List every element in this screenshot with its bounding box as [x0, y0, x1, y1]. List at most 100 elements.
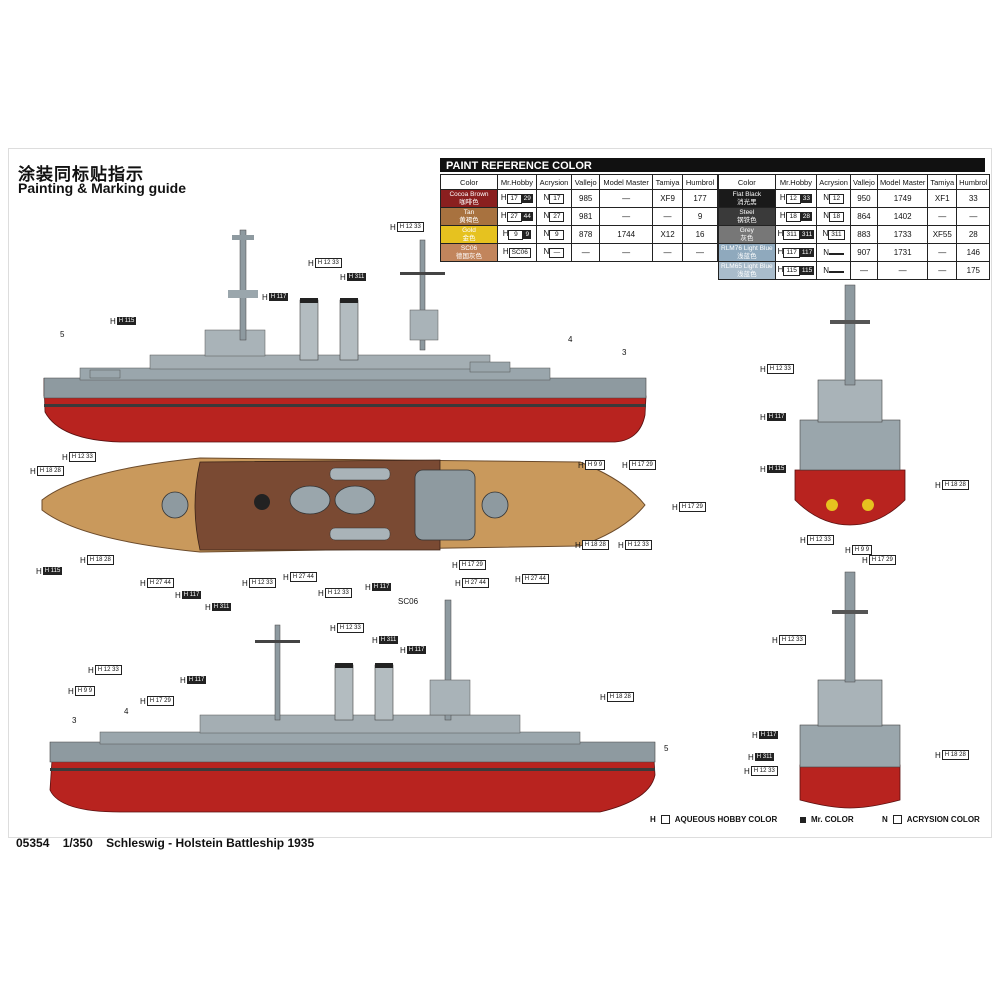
vallejo-cell: 981 — [571, 207, 601, 226]
side-profile-bottom — [49, 599, 656, 813]
ref-number-3: 3 — [622, 348, 627, 357]
legend-dark-box-icon — [800, 816, 806, 823]
deck-plan — [41, 457, 646, 553]
ref-number-5: 5 — [60, 330, 65, 339]
footer-caption: 05354 1/350 Schleswig - Holstein Battles… — [16, 836, 324, 850]
sheet-frame — [8, 148, 992, 838]
model-master-cell: — — [876, 261, 929, 280]
callout-sc06: SC06 — [398, 597, 419, 606]
legend-acrysion-label: ACRYSION COLOR — [906, 815, 980, 824]
kit-name: Schleswig - Holstein Battleship 1935 — [106, 836, 315, 850]
stern-view — [799, 571, 901, 809]
paint-table-right: Color Mr.Hobby Acrysion Vallejo Model Ma… — [718, 174, 991, 280]
legend-box-icon — [892, 815, 902, 824]
title-chinese: 涂装同标贴指示 — [18, 165, 144, 184]
legend-box-icon — [660, 815, 670, 824]
ref-number-4-b: 4 — [124, 707, 129, 716]
ref-number-5-b: 5 — [664, 744, 669, 753]
paint-reference-header: PAINT REFERENCE COLOR — [440, 158, 985, 172]
bow-view — [794, 284, 906, 526]
humbrol-cell: — — [682, 243, 718, 262]
paint-table-left: Color Mr.Hobby Acrysion Vallejo Model Ma… — [440, 174, 718, 262]
ref-number-3-b: 3 — [72, 716, 77, 725]
side-profile-top — [43, 229, 647, 443]
legend-aqueous-label: AQUEOUS HOBBY COLOR — [674, 815, 778, 824]
paint-reference-table: PAINT REFERENCE COLOR Color Mr.Hobby Acr… — [440, 158, 991, 280]
kit-scale: 1/350 — [62, 836, 93, 850]
legend-mr: Mr. COLOR — [800, 815, 854, 824]
vallejo-cell: — — [571, 243, 601, 262]
kit-code: 05354 — [16, 836, 50, 850]
tamiya-cell: — — [927, 261, 958, 280]
acrysion-cell: N— — [535, 243, 573, 262]
humbrol-cell: 175 — [956, 261, 991, 280]
tamiya-cell: — — [652, 243, 684, 262]
legend-mr-label: Mr. COLOR — [811, 815, 854, 824]
